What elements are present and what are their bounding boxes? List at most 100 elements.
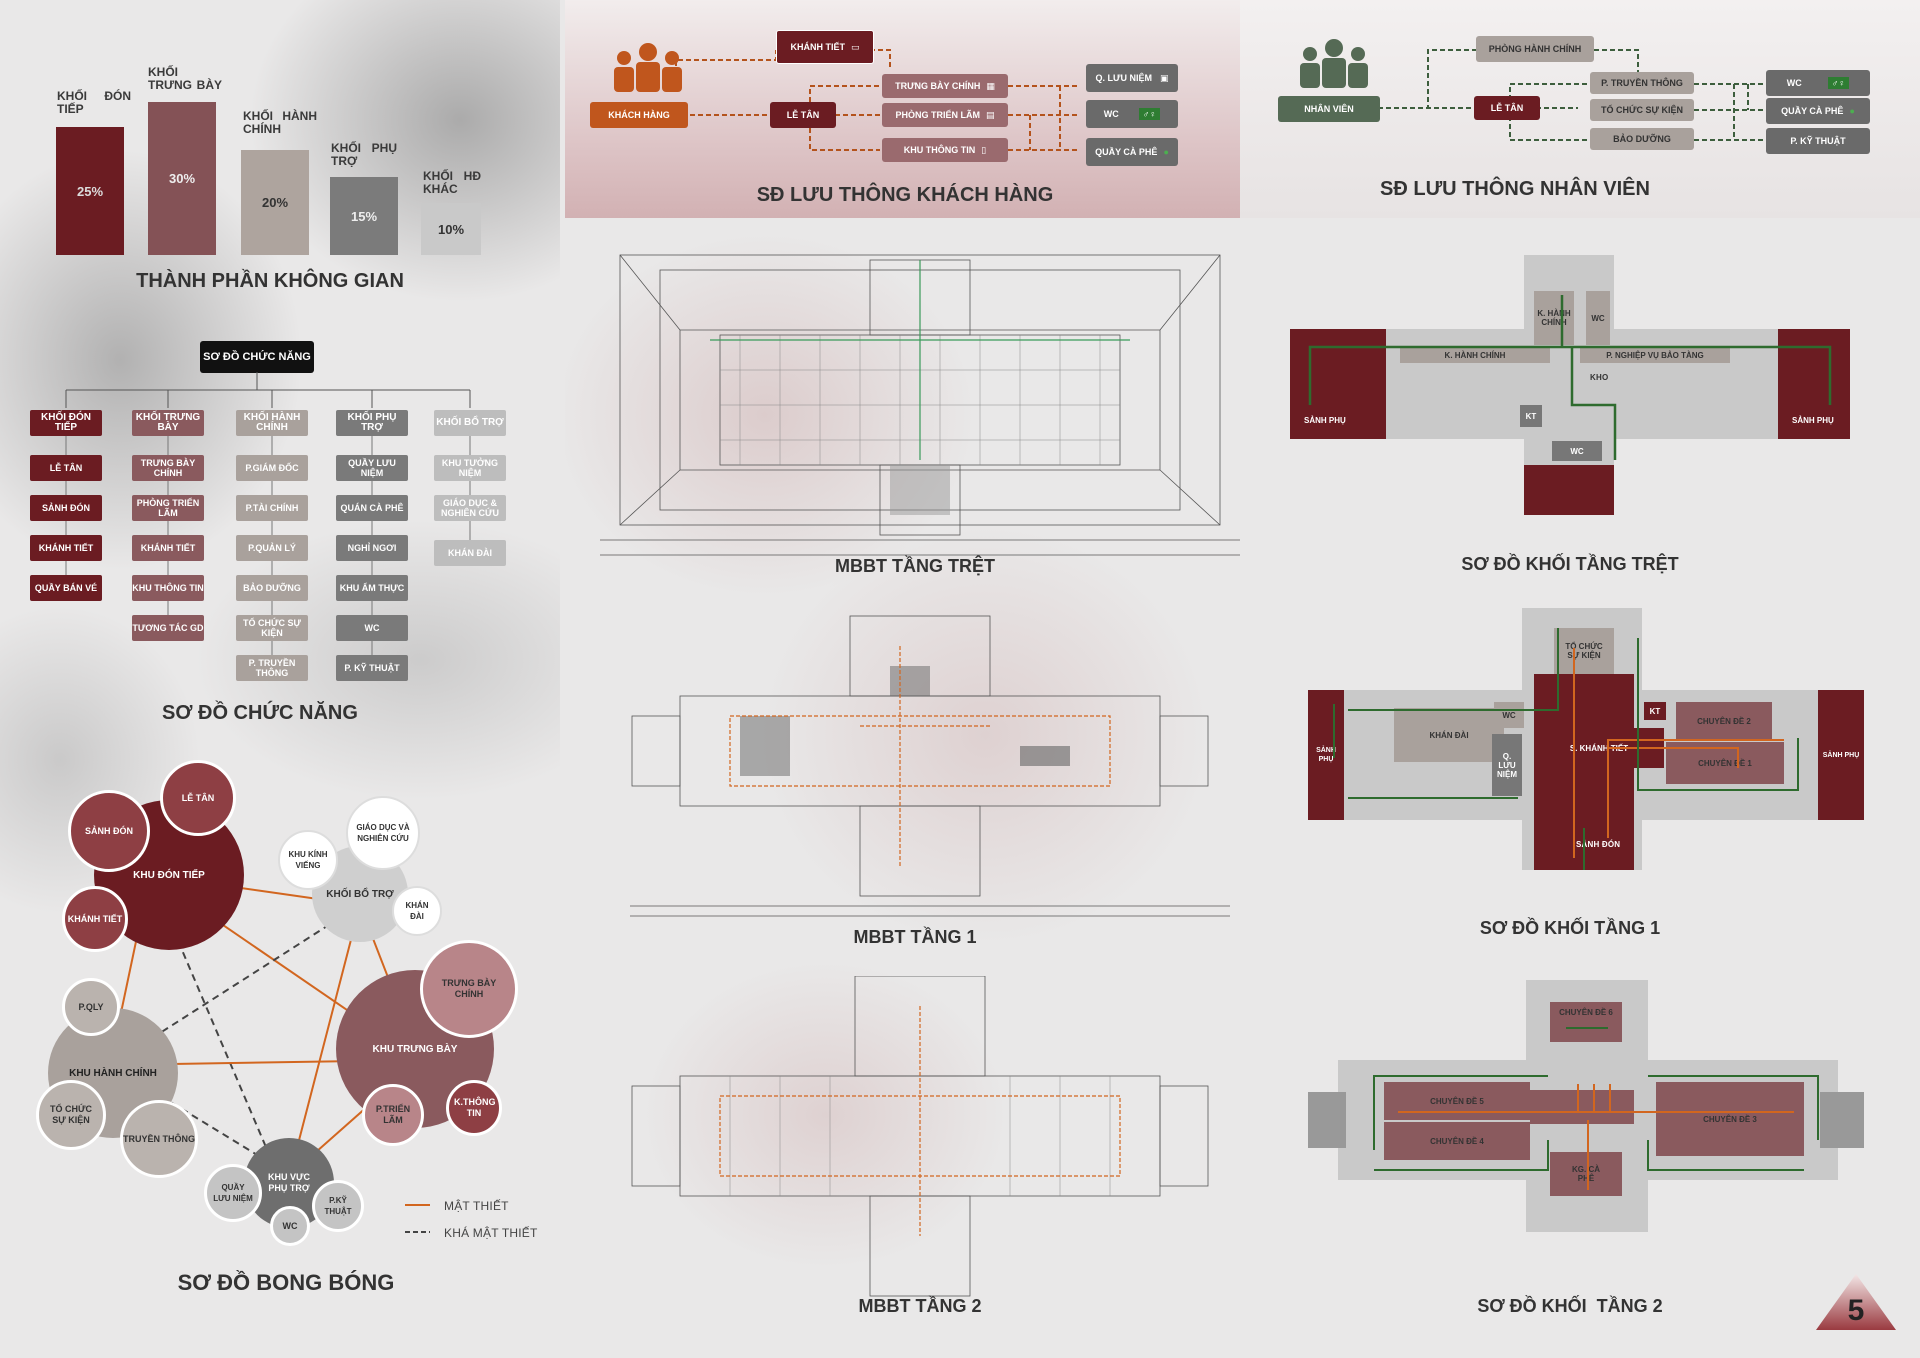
block-second-title: SƠ ĐỒ KHỐI TẦNG 2 bbox=[1477, 1296, 1663, 1316]
ground-nghiep-vu-label: P. NGHIỆP VỤ BẢO TÀNG bbox=[1606, 350, 1704, 360]
bubble-p-qly: P.QLY bbox=[62, 978, 120, 1036]
second-cd4-label: CHUYÊN ĐỀ 4 bbox=[1430, 1136, 1484, 1146]
bubble-thong-tin-label: K.THÔNG TIN bbox=[454, 1097, 496, 1118]
visitor-trien-lam: PHÒNG TRIỂN LÃM▤ bbox=[882, 103, 1008, 127]
composition-title: THÀNH PHẦN KHÔNG GIAN bbox=[136, 270, 404, 292]
staff-le-tan-label: LỄ TÂN bbox=[1490, 103, 1524, 113]
first-khan-dai: KHÁN ĐÀI bbox=[1394, 708, 1504, 762]
staff-wc: WC♂♀ bbox=[1766, 70, 1870, 96]
visitor-wc-label: WC bbox=[1103, 109, 1119, 119]
function-chart-lines bbox=[65, 372, 471, 408]
staff-hanh-chinh-label: PHÒNG HÀNH CHÍNH bbox=[1488, 44, 1582, 54]
bubble-wc: WC bbox=[270, 1206, 310, 1246]
staff-truyen-thong: P. TRUYỀN THÔNG bbox=[1590, 72, 1694, 94]
bubble-khanh-tiet: KHÁNH TIẾT bbox=[62, 886, 128, 952]
second-cd3: CHUYÊN ĐỀ 3 bbox=[1656, 1082, 1804, 1156]
staff-su-kien: TỔ CHỨC SỰ KIỆN bbox=[1590, 99, 1694, 121]
bubble-giao-duc-label: GIÁO DỤC VÀ NGHIÊN CỨU bbox=[356, 823, 410, 843]
fc-item-giam-doc: P.GIÁM ĐỐC bbox=[236, 455, 308, 481]
fc-item-truyen-thong: P. TRUYỀN THÔNG bbox=[236, 655, 308, 681]
wc-icon: ♂♀ bbox=[1138, 108, 1161, 120]
bubble-khu-phu-tro-label: KHU VỰC PHỤ TRỢ bbox=[268, 1172, 310, 1193]
fc-item-nghi-ngoi: NGHỈ NGƠI bbox=[336, 535, 408, 561]
fc-item-tai-chinh: P.TÀI CHÍNH bbox=[236, 495, 308, 521]
bubble-trung-bay-chinh: TRƯNG BÀY CHÍNH bbox=[420, 940, 518, 1038]
bubble-khu-hanh-chinh-label: KHU HÀNH CHÍNH bbox=[69, 1067, 157, 1079]
first-sanh-phu-left-label: SẢNH PHỤ bbox=[1316, 747, 1336, 763]
bubble-khu-trung-bay-label: KHU TRƯNG BÀY bbox=[372, 1043, 458, 1055]
page-number-badge: 5 bbox=[1814, 1272, 1898, 1332]
first-flow-paths bbox=[1333, 628, 1799, 870]
plan-ground-title: MBBT TẦNG TRỆT bbox=[835, 556, 995, 576]
fc-item-khan-dai: KHÁN ĐÀI bbox=[434, 540, 506, 566]
bubble-ky-thuat-label: P.KỸ THUẬT bbox=[324, 1196, 352, 1216]
second-cd5: CHUYÊN ĐỀ 5 bbox=[1384, 1082, 1530, 1120]
bubble-trien-lam: P.TRIỂN LÃM bbox=[362, 1084, 424, 1146]
bubble-khu-don-tiep-label: KHU ĐÓN TIẾP bbox=[133, 869, 205, 881]
block-ground: K. HÀNH CHÍNH WC K. HÀNH CHÍNH P. NGHIỆP… bbox=[1290, 255, 1850, 515]
fc-item-le-tan: LỄ TÂN bbox=[30, 455, 102, 481]
bar-label-trung-bay: KHỐI TRƯNG BÀY bbox=[148, 65, 222, 92]
staff-cafe-label: QUẦY CÀ PHÊ bbox=[1781, 106, 1844, 116]
second-cd6-label: CHUYÊN ĐỀ 6 bbox=[1559, 1008, 1613, 1017]
bubble-le-tan: LỄ TÂN bbox=[160, 760, 236, 836]
fc-header-hanh-chinh: KHỐI HÀNH CHÍNH bbox=[236, 410, 308, 436]
ground-k-hanh-chinh-label: K. HÀNH CHÍNH bbox=[1444, 350, 1506, 360]
bg-second-left bbox=[1308, 1092, 1346, 1148]
shelf-icon: ▦ bbox=[986, 80, 995, 91]
page-number: 5 bbox=[1847, 1294, 1865, 1327]
bubble-khan-dai: KHÁN ĐÀI bbox=[392, 886, 442, 936]
staff-bao-duong: BẢO DƯỠNG bbox=[1590, 128, 1694, 150]
staff-su-kien-label: TỔ CHỨC SỰ KIỆN bbox=[1601, 105, 1683, 115]
fc-item-bao-duong: BẢO DƯỠNG bbox=[236, 575, 308, 601]
second-cd5-label: CHUYÊN ĐỀ 5 bbox=[1430, 1096, 1484, 1106]
first-luu-niem-label: Q. LƯU NIỆM bbox=[1497, 751, 1517, 779]
bar-hd-khac: 10% bbox=[421, 203, 481, 255]
bubble-khan-dai-label: KHÁN ĐÀI bbox=[405, 901, 429, 921]
visitor-flow-title: SĐ LƯU THÔNG KHÁCH HÀNG bbox=[756, 184, 1054, 206]
plan-second-floor bbox=[631, 976, 1209, 1297]
first-luu-niem: Q. LƯU NIỆM bbox=[1492, 734, 1522, 796]
bar-phu-tro: 15% bbox=[330, 177, 398, 255]
staff-cafe: QUẦY CÀ PHÊ● bbox=[1766, 98, 1870, 124]
bubble-wc-label: WC bbox=[282, 1220, 298, 1231]
visitor-thong-tin: KHU THÔNG TIN▯ bbox=[882, 138, 1008, 162]
bar-don-tiep: 25% bbox=[56, 127, 124, 255]
bubble-title: SƠ ĐỒ BONG BÓNG bbox=[177, 1270, 395, 1295]
fc-item-quay-luu-niem: QUẦY LƯU NIỆM bbox=[336, 455, 408, 481]
fc-item-khanh-tiet: KHÁNH TIẾT bbox=[30, 535, 102, 561]
second-cd3-label: CHUYÊN ĐỀ 3 bbox=[1703, 1114, 1757, 1124]
fc-item-quan-ca-phe: QUÁN CÀ PHÊ bbox=[336, 495, 408, 521]
fc-item-tuong-tac: TƯƠNG TÁC GD bbox=[132, 615, 204, 641]
staff-nhan-vien: NHÂN VIÊN bbox=[1278, 96, 1380, 122]
ground-nghiep-vu: P. NGHIỆP VỤ BẢO TÀNG bbox=[1580, 347, 1730, 363]
bar-label-don-tiep: KHỐI ĐÓN TIẾP bbox=[57, 89, 131, 116]
fc-item-sanh-don: SẢNH ĐÓN bbox=[30, 495, 102, 521]
fc-item-tuong-niem: KHU TƯỞNG NIỆM bbox=[434, 455, 506, 481]
first-kt-label: KT bbox=[1649, 706, 1661, 716]
visitor-cafe: QUẦY CÀ PHÊ● bbox=[1086, 138, 1178, 166]
bubble-khoi-bo-tro-label: KHỐI BỔ TRỢ bbox=[326, 888, 394, 900]
wc-icon-staff: ♂♀ bbox=[1827, 77, 1850, 89]
bubble-ky-thuat: P.KỸ THUẬT bbox=[312, 1180, 364, 1232]
first-to-chuc: TỔ CHỨC SỰ KIỆN bbox=[1554, 628, 1614, 674]
visitor-khach-hang: KHÁCH HÀNG bbox=[590, 102, 688, 128]
bubble-sanh-don: SẢNH ĐÓN bbox=[68, 790, 150, 872]
block-first: TỔ CHỨC SỰ KIỆN KHÁN ĐÀI WC Q. LƯU NIỆM … bbox=[1308, 608, 1864, 870]
second-cd6: CHUYÊN ĐỀ 6 bbox=[1550, 1002, 1622, 1042]
bubble-khanh-tiet-label: KHÁNH TIẾT bbox=[67, 913, 123, 924]
first-cd2: CHUYÊN ĐỀ 2 bbox=[1676, 702, 1772, 740]
ground-bottom-block bbox=[1524, 465, 1614, 515]
fc-item-khu-thong-tin: KHU THÔNG TIN bbox=[132, 575, 204, 601]
bubble-truyen-thong: TRUYỀN THÔNG bbox=[120, 1100, 198, 1178]
bar-value-trung-bay: 30% bbox=[168, 171, 196, 186]
visitor-wc: WC ♂♀ bbox=[1086, 100, 1178, 128]
plan-first-title: MBBT TẦNG 1 bbox=[853, 927, 977, 947]
ground-k-hanh-chinh: K. HÀNH CHÍNH bbox=[1400, 347, 1550, 363]
fc-header-trung-bay: KHỐI TRƯNG BÀY bbox=[132, 410, 204, 436]
ground-wc-label: WC bbox=[1570, 446, 1584, 456]
ground-wc: WC bbox=[1552, 441, 1602, 461]
bubble-to-chuc-label: TỔ CHỨC SỰ KIỆN bbox=[50, 1104, 92, 1125]
staff-flow: NHÂN VIÊN PHÒNG HÀNH CHÍNH LỄ TÂN P. TRU… bbox=[1278, 30, 1878, 170]
visitor-luu-niem-label: Q. LƯU NIỆM bbox=[1095, 73, 1152, 83]
